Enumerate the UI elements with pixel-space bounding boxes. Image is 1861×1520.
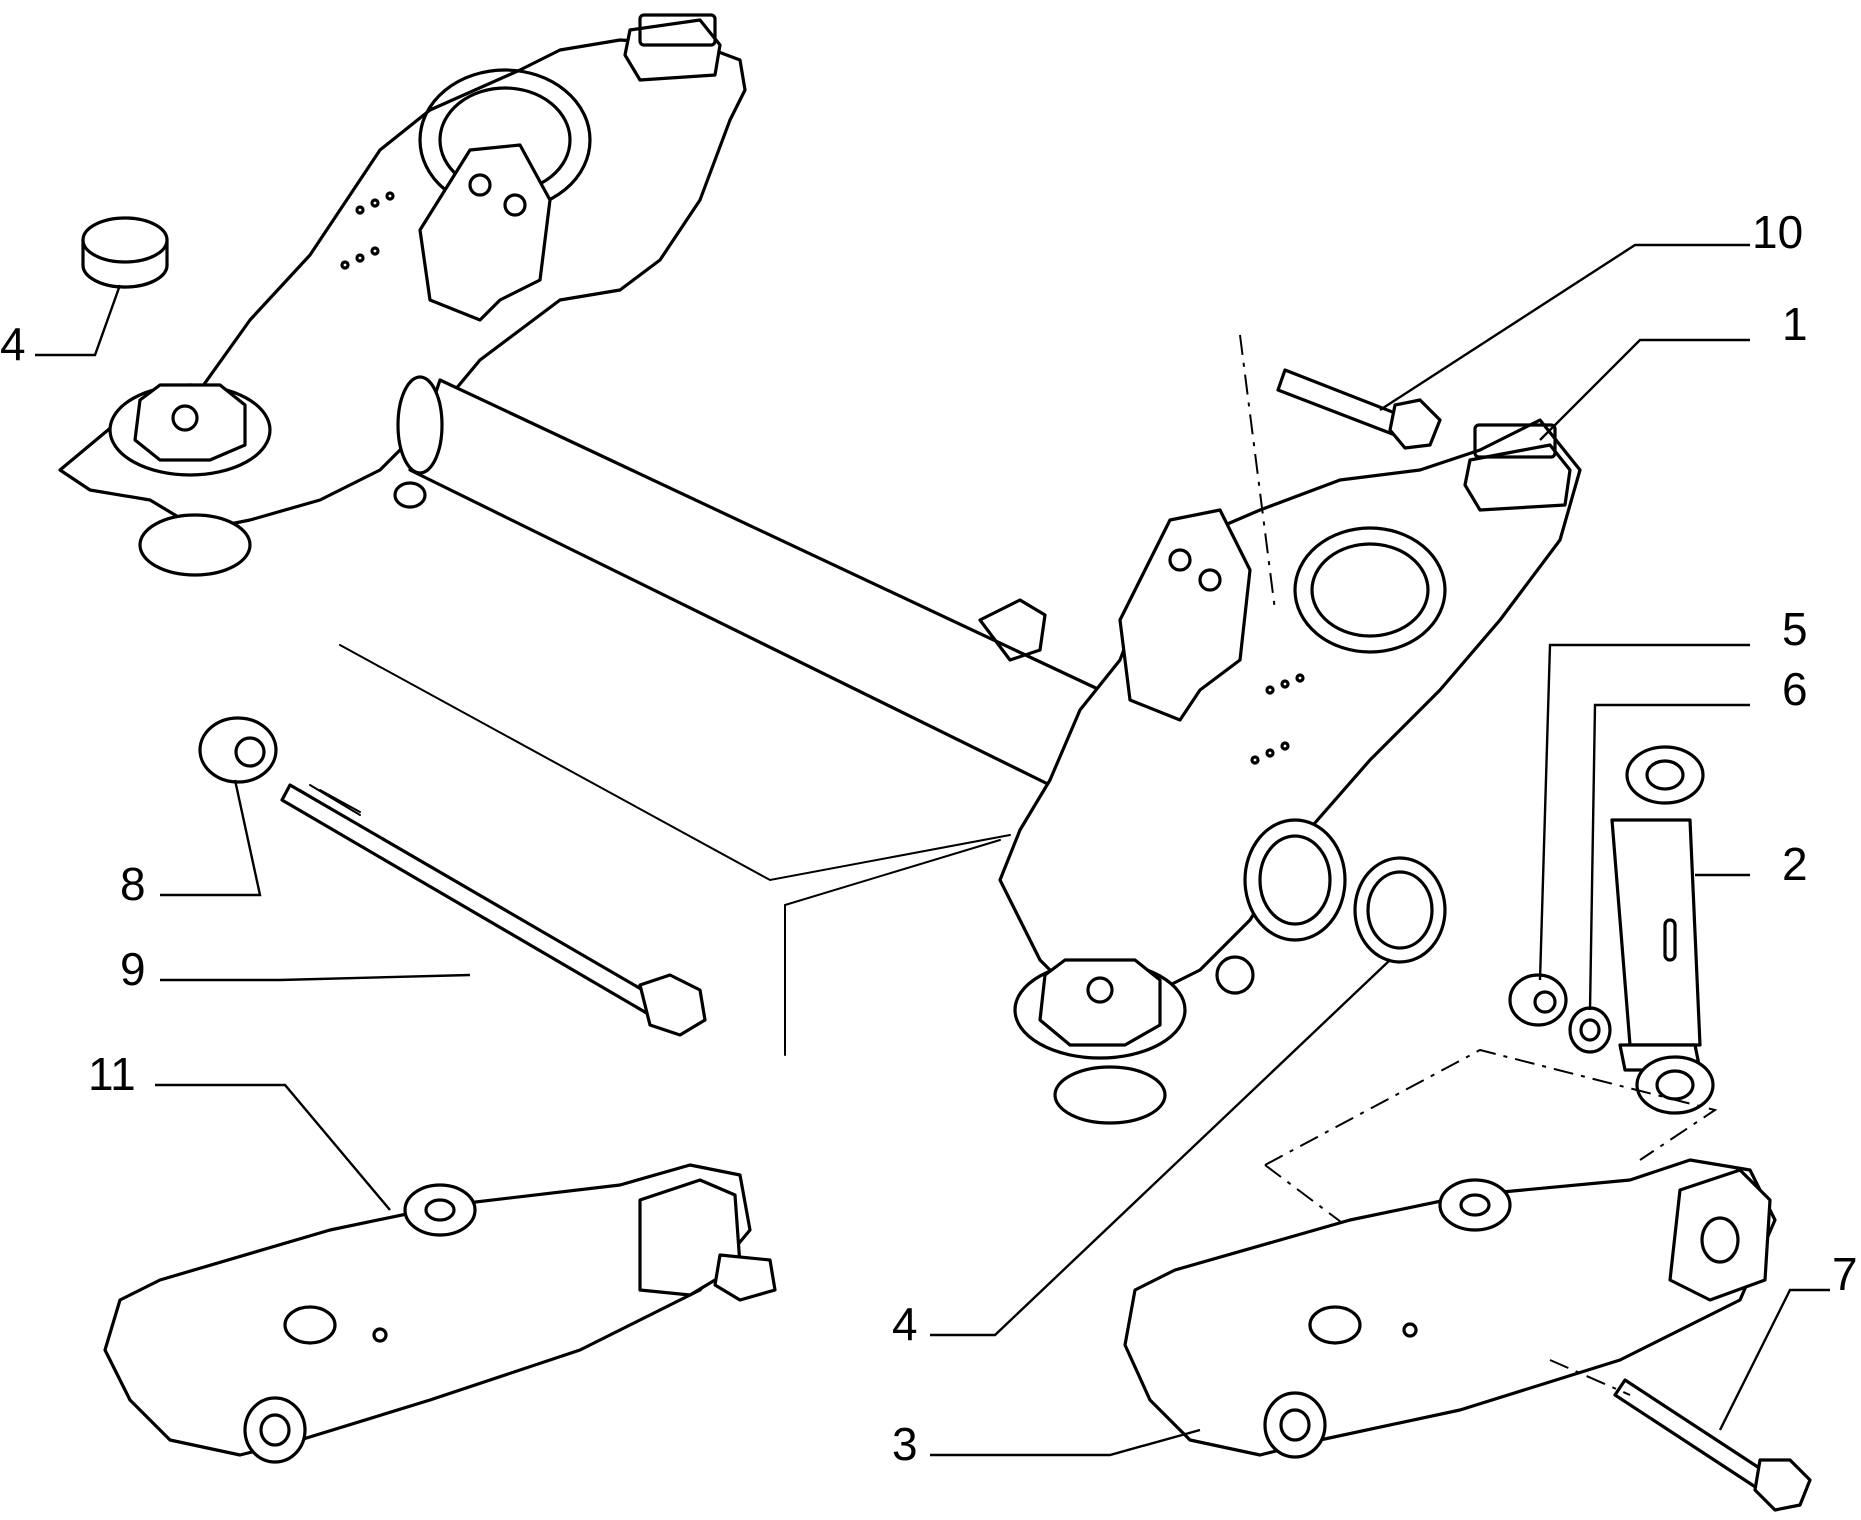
callout-2: 2 (1782, 838, 1808, 890)
callout-3: 3 (892, 1418, 918, 1470)
nut-icon (198, 716, 278, 784)
callout-10: 10 (1752, 206, 1803, 258)
leader-lines (35, 243, 1830, 1457)
callout-4-left: 4 (0, 318, 26, 370)
washer-icon (1568, 1006, 1612, 1054)
seal-ring-icon (1353, 856, 1447, 964)
bolt-icon (280, 783, 707, 1037)
callout-11: 11 (88, 1048, 136, 1100)
callout-9: 9 (120, 943, 146, 995)
crossmember (58, 13, 1582, 1125)
suspension-arm-icon (103, 1163, 777, 1464)
bolt-icon (1613, 1378, 1812, 1512)
callout-labels: 10 1 5 6 2 7 4 4 8 9 11 3 (0, 206, 1858, 1470)
suspension-arm-icon (1123, 1158, 1777, 1459)
callout-4-right: 4 (892, 1298, 918, 1350)
callout-8: 8 (120, 858, 146, 910)
bushing-icon (81, 216, 169, 289)
bolt-icon (1276, 368, 1442, 450)
callout-7: 7 (1832, 1248, 1858, 1300)
shock-absorber-icon (1610, 745, 1715, 1115)
callout-1: 1 (1782, 298, 1808, 350)
callout-5: 5 (1782, 603, 1808, 655)
callout-6: 6 (1782, 663, 1808, 715)
nut-icon (1508, 973, 1568, 1027)
